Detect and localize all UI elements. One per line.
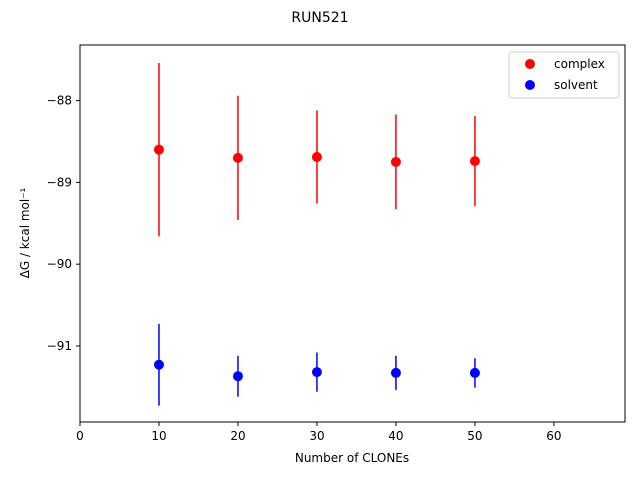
data-point-complex (311, 152, 322, 163)
x-tick-label: 30 (309, 429, 324, 443)
y-tick-label: −91 (47, 339, 72, 353)
x-axis-label: Number of CLONEs (295, 451, 409, 465)
y-tick-label: −88 (47, 94, 72, 108)
x-tick-label: 60 (546, 429, 561, 443)
y-tick-label: −90 (47, 257, 72, 271)
legend-box (508, 51, 620, 99)
legend-marker-complex (525, 59, 535, 69)
x-tick-label: 20 (230, 429, 245, 443)
data-point-complex (153, 144, 164, 155)
data-point-solvent (469, 367, 480, 378)
y-axis-label: ΔG / kcal mol⁻¹ (18, 187, 32, 278)
x-tick-label: 10 (151, 429, 166, 443)
plot-frame (79, 44, 626, 423)
legend-label-solvent: solvent (554, 78, 598, 92)
x-tick-label: 40 (388, 429, 403, 443)
data-point-solvent (232, 371, 243, 382)
data-point-complex (232, 152, 243, 163)
y-axis-ticks: −91 −90 −89 −88 (47, 94, 80, 353)
data-point-solvent (311, 367, 322, 378)
data-point-solvent (153, 359, 164, 370)
x-tick-label: 0 (76, 429, 84, 443)
plot-marks (153, 62, 480, 406)
data-point-complex (390, 156, 401, 167)
x-axis-ticks: 0 10 20 30 40 50 60 (76, 422, 562, 443)
x-tick-label: 50 (467, 429, 482, 443)
chart-title: RUN521 (291, 10, 348, 26)
legend: complex solvent (508, 51, 620, 99)
data-point-complex (469, 156, 480, 167)
y-tick-label: −89 (47, 175, 72, 189)
legend-label-complex: complex (554, 57, 605, 71)
legend-marker-solvent (525, 80, 535, 90)
data-point-solvent (390, 367, 401, 378)
